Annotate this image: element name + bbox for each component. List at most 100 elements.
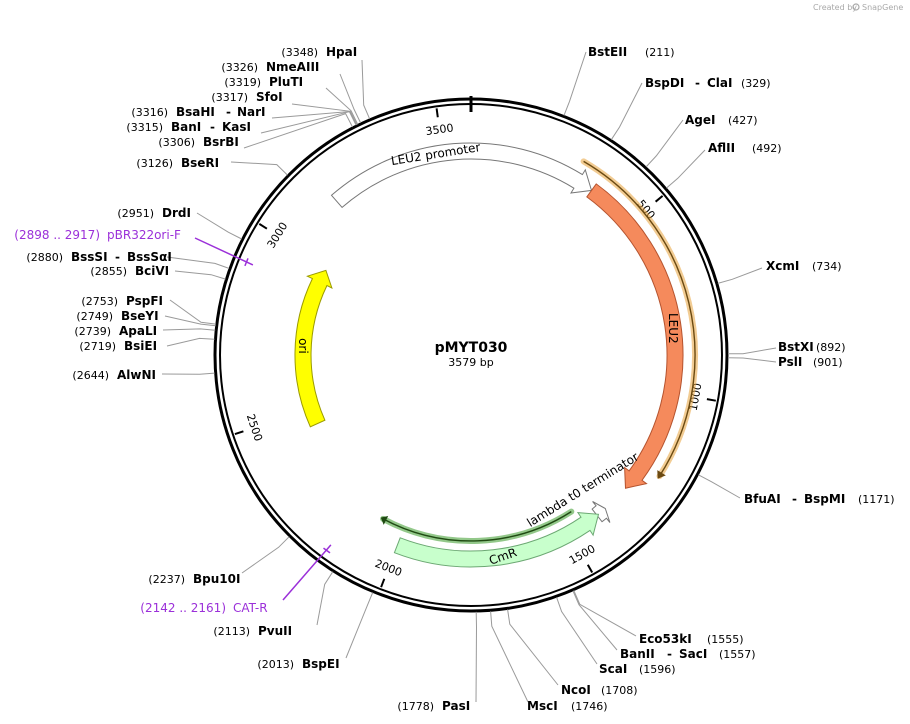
enzyme-label-bstxi[interactable]: BstXI(892)	[778, 340, 846, 354]
snapgene-watermark: Created by SnapGene	[813, 3, 903, 12]
enzyme-name-banii[interactable]: BanII	[620, 647, 655, 661]
primer-label-pbr322ori-f[interactable]: (2898 .. 2917)pBR322ori-F	[14, 228, 181, 242]
enzyme-name-bseri[interactable]: BseRI	[181, 156, 219, 170]
enzyme-label-scai[interactable]: ScaI(1596)	[599, 662, 676, 676]
primer-label-cat-r[interactable]: (2142 .. 2161)CAT-R	[140, 601, 267, 615]
enzyme-name-bpu10i[interactable]: Bpu10I	[193, 572, 240, 586]
enzyme-leader-line	[727, 347, 777, 355]
orf-leu2-line	[583, 160, 696, 477]
enzyme-name-bfuai[interactable]: BfuAI	[744, 492, 781, 506]
enzyme-label-bsiei[interactable]: (2719)BsiEI	[79, 339, 157, 353]
enzyme-label-bsahi-nari[interactable]: (3316)BsaHI-NarI	[131, 105, 265, 119]
enzyme-name-bsahi[interactable]: BsaHI	[176, 105, 215, 119]
enzyme-label-aflii[interactable]: AflII(492)	[708, 141, 782, 155]
enzyme-label-bsrbi[interactable]: (3306) BsrBI	[158, 135, 238, 149]
primer-name-pbr322ori-f[interactable]: pBR322ori-F	[107, 228, 181, 242]
cmr-arrow[interactable]	[393, 512, 600, 568]
enzyme-name-bcivi[interactable]: BciVI	[135, 264, 169, 278]
enzyme-name-eco53ki[interactable]: Eco53kI	[639, 632, 692, 646]
enzyme-label-agei[interactable]: AgeI (427)	[685, 113, 758, 127]
enzyme-label-msci[interactable]: MscI(1746)	[527, 699, 608, 713]
enzyme-name-pluti[interactable]: PluTI	[269, 75, 303, 89]
enzyme-label-bsssi-bsssai[interactable]: (2880)BssSI-BssSαI	[26, 250, 171, 264]
enzyme-name-msci[interactable]: MscI	[527, 699, 558, 713]
primer-name-cat-r[interactable]: CAT-R	[233, 601, 268, 615]
enzyme-name-drdi[interactable]: DrdI	[162, 206, 191, 220]
enzyme-name-apali[interactable]: ApaLI	[119, 324, 157, 338]
enzyme-label-banii-saci[interactable]: BanII-SacI(1557)	[620, 647, 756, 661]
enzyme-pos-bsrbi: (3306)	[158, 136, 195, 149]
enzyme-name-bspei[interactable]: BspEI	[302, 657, 340, 671]
enzyme-name-kasi[interactable]: KasI	[222, 120, 251, 134]
enzyme-label-nmeaiii[interactable]: (3326)NmeAIII	[221, 60, 319, 74]
enzyme-name-sfoi[interactable]: SfoI	[256, 90, 283, 104]
enzyme-name-clai[interactable]: ClaI	[707, 76, 732, 90]
enzyme-label-bseri[interactable]: (3126)BseRI	[136, 156, 219, 170]
enzyme-leader-line	[717, 267, 763, 284]
enzyme-label-sfoi[interactable]: (3317)SfoI	[211, 90, 282, 104]
enzyme-name-xcmi[interactable]: XcmI	[766, 259, 799, 273]
enzyme-label-alwni[interactable]: (2644)AlwNI	[72, 368, 156, 382]
enzyme-name-nmeaiii[interactable]: NmeAIII	[266, 60, 319, 74]
enzyme-name-hpai[interactable]: HpaI	[326, 45, 357, 59]
enzyme-name-pasi[interactable]: PasI	[442, 699, 470, 713]
enzyme-pos-agei: (427)	[728, 114, 758, 127]
enzyme-label-bani-kasi[interactable]: (3315)BanI-KasI	[126, 120, 251, 134]
enzyme-label-apali[interactable]: (2739)ApaLI	[74, 324, 157, 338]
feature-ori[interactable]: ori	[294, 269, 333, 428]
enzyme-label-bpu10i[interactable]: (2237)Bpu10I	[148, 572, 240, 586]
leu2-promoter-label: LEU2 promoter	[390, 140, 481, 168]
enzyme-pos-drdi: (2951)	[117, 207, 154, 220]
enzyme-name-nari[interactable]: NarI	[237, 105, 266, 119]
enzyme-name-bsteii[interactable]: BstEII	[588, 45, 627, 59]
enzyme-label-hpai[interactable]: (3348)HpaI	[281, 45, 357, 59]
enzyme-pos-psli: (901)	[813, 356, 843, 369]
enzyme-label-pasi[interactable]: (1778)PasI	[397, 699, 470, 713]
enzyme-name-agei[interactable]: AgeI	[685, 113, 715, 127]
enzyme-name-pvuii[interactable]: PvuII	[258, 624, 292, 638]
enzyme-name-ncoi[interactable]: NcoI	[561, 683, 591, 697]
enzyme-label-bcivi[interactable]: (2855)BciVI	[90, 264, 169, 278]
enzyme-label-pvuii[interactable]: (2113) PvuII	[213, 624, 292, 638]
enzyme-label-xcmi[interactable]: XcmI(734)	[766, 259, 842, 273]
enzyme-leader-lines	[161, 51, 777, 703]
enzyme-pos-bspei: (2013)	[257, 658, 294, 671]
enzyme-pos-bani: (3315)	[126, 121, 163, 134]
enzyme-name-scai[interactable]: ScaI	[599, 662, 627, 676]
enzyme-label-bseyi[interactable]: (2749) BseYI	[76, 309, 158, 323]
enzyme-name-bsssai[interactable]: BssSαI	[127, 250, 172, 264]
enzyme-label-drdi[interactable]: (2951) DrdI	[117, 206, 191, 220]
tick-2500: 2500	[234, 412, 265, 443]
enzyme-label-ncoi[interactable]: NcoI(1708)	[561, 683, 638, 697]
enzyme-name-bstxi[interactable]: BstXI	[778, 340, 814, 354]
enzyme-pos-pvuii: (2113)	[213, 625, 250, 638]
enzyme-name-bspmi[interactable]: BspMI	[804, 492, 845, 506]
feature-leu2[interactable]: LEU2	[586, 183, 684, 489]
feature-cmr[interactable]: CmR	[393, 512, 600, 568]
ori-arrow[interactable]	[294, 269, 333, 428]
enzyme-pos-bsteii: (211)	[645, 46, 675, 59]
enzyme-name-bani[interactable]: BanI	[171, 120, 201, 134]
enzyme-name-bsiei[interactable]: BsiEI	[124, 339, 157, 353]
enzyme-name-bspdi[interactable]: BspDI	[645, 76, 684, 90]
enzyme-label-pluti[interactable]: (3319)PluTI	[224, 75, 303, 89]
enzyme-name-aflii[interactable]: AflII	[708, 141, 735, 155]
enzyme-name-bsrbi[interactable]: BsrBI	[203, 135, 239, 149]
enzyme-label-bsteii[interactable]: BstEII (211)	[588, 45, 675, 59]
enzyme-label-psli[interactable]: PslI (901)	[778, 355, 843, 369]
enzyme-label-eco53ki[interactable]: Eco53kI(1555)	[639, 632, 744, 646]
enzyme-pos-bseyi: (2749)	[76, 310, 113, 323]
feature-leu2-promoter[interactable]: LEU2 promoter	[330, 140, 593, 209]
enzyme-name-bseyi[interactable]: BseYI	[121, 309, 159, 323]
enzyme-name-bsssi[interactable]: BssSI	[71, 250, 108, 264]
enzyme-label-bspei[interactable]: (2013) BspEI	[257, 657, 339, 671]
enzyme-label-bspdi-clai[interactable]: BspDI-ClaI(329)	[645, 76, 771, 90]
enzyme-name-alwni[interactable]: AlwNI	[117, 368, 156, 382]
enzyme-name-saci[interactable]: SacI	[679, 647, 707, 661]
enzyme-name-psli[interactable]: PslI	[778, 355, 802, 369]
enzyme-label-bfuai-bspmi[interactable]: BfuAI-BspMI(1171)	[744, 492, 895, 506]
enzyme-name-pspfi[interactable]: PspFI	[126, 294, 163, 308]
enzyme-sep: -	[695, 76, 700, 90]
enzyme-label-pspfi[interactable]: (2753)PspFI	[81, 294, 163, 308]
leu2-arrow[interactable]	[586, 183, 684, 489]
